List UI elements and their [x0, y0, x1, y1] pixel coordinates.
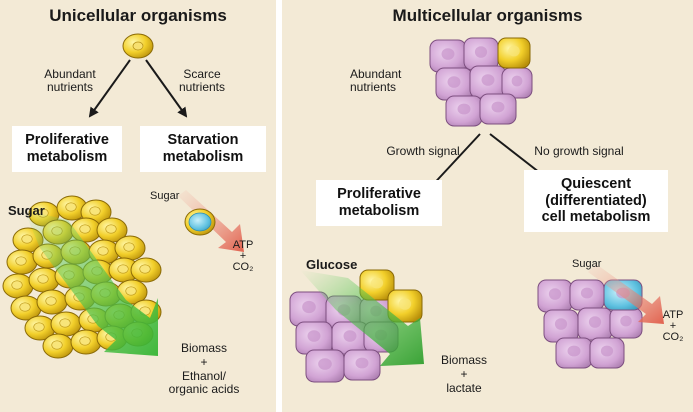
yeast-nucleus [123, 242, 135, 252]
left-atp-co2: ATP + CO₂ [232, 239, 254, 273]
yeast-nucleus [19, 302, 31, 312]
cell-nucleus [474, 46, 488, 58]
cell-nucleus [511, 75, 523, 87]
right-atp-co2: ATP + CO₂ [662, 309, 684, 343]
cell-nucleus [302, 300, 316, 314]
cell-nucleus [588, 316, 602, 328]
cell-nucleus [447, 76, 461, 88]
red-arrow-quiescent [588, 264, 664, 324]
left-proliferative-box: Proliferative metabolism [12, 126, 122, 172]
tissue-top [429, 37, 533, 127]
growth-signal-label: Growth signal [386, 144, 460, 158]
cell-nucleus [441, 48, 455, 60]
yeast-nucleus [125, 286, 137, 296]
left-outputs: Biomass + Ethanol/ organic acids [168, 341, 240, 397]
yeast-nucleus [117, 264, 129, 274]
yeast-nucleus [45, 296, 57, 306]
cell-nucleus [318, 358, 332, 370]
left-sugar-single-label: Sugar [150, 190, 180, 202]
cell-nucleus [491, 101, 505, 113]
cell-nucleus [343, 330, 357, 342]
yeast-nucleus [139, 264, 151, 274]
panel-divider [276, 0, 282, 412]
yeast-nucleus [97, 246, 109, 256]
left-abundant-label: Abundant nutrients [44, 67, 96, 95]
green-metabolism-arrow [24, 210, 158, 356]
right-sugar-label: Sugar [572, 258, 602, 270]
yeast-nucleus [65, 202, 77, 212]
cell-nucleus [600, 345, 614, 357]
cell-nucleus [508, 45, 520, 57]
cell-nucleus [398, 298, 412, 310]
yeast-nucleus [105, 224, 117, 234]
cell-nucleus [567, 345, 581, 357]
right-title: Multicellular organisms [392, 6, 583, 25]
cell-nucleus [554, 318, 568, 330]
yeast-nucleus [15, 256, 27, 266]
cell-nucleus [307, 330, 321, 342]
cell-nucleus [548, 288, 562, 300]
right-proliferative-box: Proliferative metabolism [316, 180, 442, 226]
right-abundant-label: Abundant nutrients [350, 67, 402, 95]
yeast-nucleus [37, 274, 49, 284]
yeast-nucleus [89, 206, 101, 216]
no-growth-signal-label: No growth signal [534, 144, 624, 158]
yeast-nucleus [59, 318, 71, 328]
green-arrow-glucose [300, 270, 424, 366]
yeast-nucleus [33, 322, 45, 332]
glucose-label: Glucose [306, 257, 358, 272]
yeast-nucleus [51, 340, 63, 350]
yeast-nucleus [21, 234, 33, 244]
cell-nucleus [620, 315, 632, 327]
left-title: Unicellular organisms [49, 6, 227, 25]
cell-nucleus [355, 357, 369, 369]
cell-nucleus [370, 277, 384, 289]
cell-nucleus [481, 74, 495, 86]
cell-nucleus [457, 103, 471, 115]
left-starvation-box: Starvation metabolism [140, 126, 266, 172]
right-outputs: Biomass + lactate [440, 353, 487, 395]
yeast-nucleus [132, 41, 144, 51]
cell-nucleus [580, 287, 594, 299]
right-quiescent-box: Quiescent (differentiated) cell metaboli… [524, 170, 668, 232]
left-scarce-label: Scarce nutrients [178, 67, 226, 95]
yeast-nucleus [11, 280, 23, 290]
yeast-nucleus [79, 224, 91, 234]
arrow-scarce [145, 59, 188, 118]
yeast-nucleus [79, 336, 91, 346]
left-sugar-label: Sugar [8, 203, 45, 218]
arrow-abundant [88, 59, 131, 118]
starving-cell-interior [188, 212, 212, 232]
